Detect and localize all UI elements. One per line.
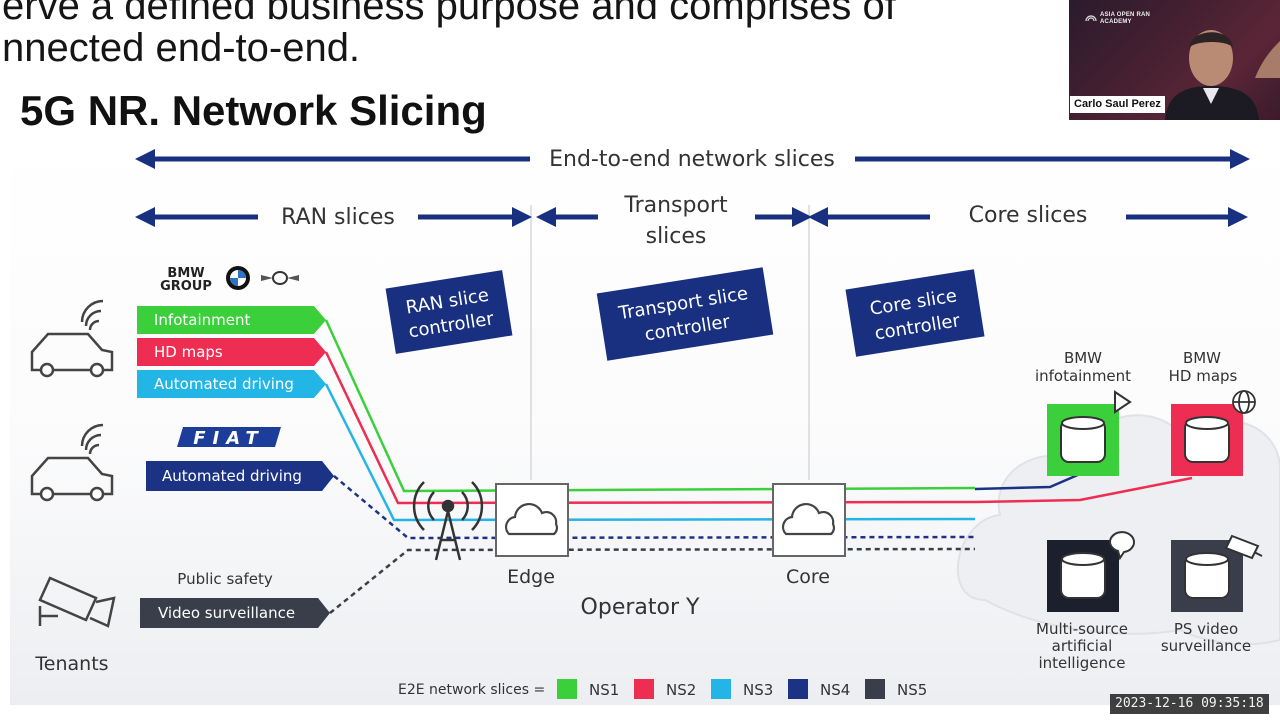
legend-swatch-ns1 [557,679,577,699]
app-ps-video-surveillance [1171,534,1263,612]
path-ns2 [324,351,1193,505]
app-label-ai-2: artificial [1052,637,1113,655]
legend-swatch-ns3 [711,679,731,699]
app-label-bmw-hd-maps-2: HD maps [1169,367,1238,385]
globe-icon [1232,390,1256,414]
slide-text-cut: erve a defined business purpose and comp… [2,0,896,28]
legend-items: NS1 NS2 NS3 NS4 NS5 [557,679,927,699]
legend-swatch-ns2 [634,679,654,699]
app-bmw-hd-maps [1171,390,1256,476]
surveillance-camera-icon [38,576,116,628]
database-icon [1060,416,1106,463]
tenants-label: Tenants [34,653,108,675]
recording-timestamp: 2023-12-16 09:35:18 [1110,694,1269,714]
edge-label: Edge [507,566,555,588]
slice-tag-video-surveillance [140,598,330,628]
thought-bubble-icon [1108,531,1135,561]
app-label-ai-3: intelligence [1038,654,1125,672]
car-icon-fiat [30,423,114,502]
presenter-silhouette [1165,30,1280,120]
fiat-logo-text: FIAT [193,428,264,449]
core-label-node: Core [786,566,830,588]
academy-logo-icon [1085,15,1097,22]
slice-label-video-surveillance: Video surveillance [158,604,295,622]
database-icon [1184,416,1230,463]
presenter-name-tag: Carlo Saul Perez [1070,96,1165,113]
slide-title: 5G NR. Network Slicing [20,87,487,134]
core-slice-controller: Core slice controller [845,269,985,357]
slice-label-fiat-automated-driving: Automated driving [162,467,302,485]
database-icon [1060,552,1106,599]
legend-label-ns3: NS3 [743,681,773,699]
edge-node [495,483,569,557]
app-bmw-infotainment [1047,390,1132,476]
path-ns4-end [974,472,1081,491]
slice-tag-infotainment [137,306,326,334]
legend-swatch-ns4 [788,679,808,699]
app-multi-source-ai [1047,531,1135,612]
camera-icon [1224,534,1263,560]
legend-label-ns1: NS1 [589,681,619,699]
core-cloud-icon [781,503,836,536]
e2e-label: End-to-end network slices [549,147,835,172]
transport-slice-controller: Transport slice controller [596,267,774,361]
bmw-group-logo-line2: GROUP [160,279,212,294]
legend-label-ns2: NS2 [666,681,696,699]
ran-slice-controller: RAN slice controller [385,270,513,354]
slice-label-infotainment: Infotainment [154,311,250,329]
mini-logo-icon [261,271,299,285]
ran-label: RAN slices [281,205,395,230]
core-node [772,483,846,557]
app-label-ps-1: PS video [1174,620,1238,638]
core-label: Core slices [969,203,1088,228]
legend-title: E2E network slices = [398,682,545,698]
legend-label-ns4: NS4 [820,681,850,699]
car-icon-bmw [30,299,114,378]
operator-label: Operator Y [581,595,700,620]
bmw-roundel-icon [226,266,250,290]
slice-tag-fiat-automated-driving [146,461,334,491]
fiat-logo: FIAT [177,427,281,449]
transport-label-2: slices [646,224,707,249]
public-safety-label: Public safety [177,570,273,588]
legend: E2E network slices = NS1 NS2 NS3 NS4 NS5 [398,679,927,699]
bmw-group-logo-line1: BMW [167,266,204,281]
slice-label-hd-maps: HD maps [154,343,223,361]
play-icon [1114,390,1132,414]
academy-logo-line1: ASIA OPEN RAN [1100,12,1151,18]
academy-logo-line2: ACADEMY [1100,18,1132,25]
app-label-bmw-infotainment-1: BMW [1064,349,1102,367]
slide-text-line: nnected end-to-end. [2,26,361,70]
slice-tag-hd-maps [137,338,326,366]
edge-cloud-icon [504,503,559,536]
app-label-ps-2: surveillance [1161,637,1251,655]
legend-label-ns5: NS5 [897,681,927,699]
academy-logo-text: ASIA OPEN RAN ACADEMY [1100,12,1162,26]
slice-label-automated-driving: Automated driving [154,375,294,393]
database-icon [1184,552,1230,599]
app-label-bmw-hd-maps-1: BMW [1183,349,1221,367]
app-label-ai-1: Multi-source [1036,620,1128,638]
antenna-tower-icon [412,481,484,561]
legend-swatch-ns5 [865,679,885,699]
transport-label: Transport [623,193,728,218]
app-label-bmw-infotainment-2: infotainment [1035,367,1131,385]
slice-tag-automated-driving [137,370,326,398]
